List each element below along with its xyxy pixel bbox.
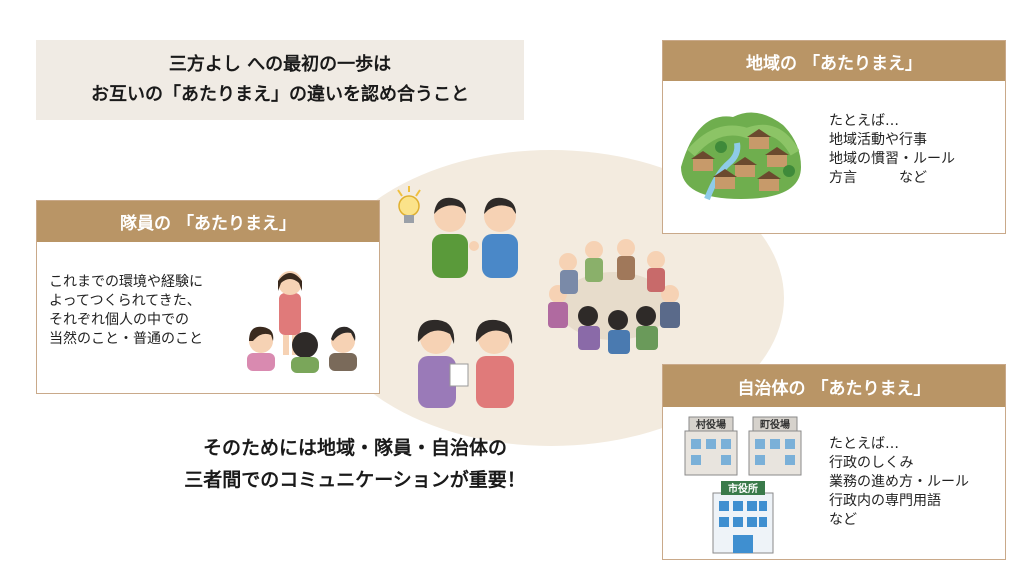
region-card: 地域の 「あたりまえ」 たとえば… 地域活動や行事 地域の慣習・ルール 方言 な… bbox=[662, 40, 1006, 234]
municipality-card-text: たとえば… 行政のしくみ 業務の進め方・ルール 行政内の専門用語 など bbox=[829, 435, 969, 530]
member-card-line: これまでの環境や経験に bbox=[49, 274, 203, 290]
member-card-title: 隊員の 「あたりまえ」 bbox=[37, 201, 379, 242]
region-card-text: たとえば… 地域活動や行事 地域の慣習・ルール 方言 など bbox=[829, 112, 955, 188]
people-group-illustration bbox=[247, 271, 357, 373]
municipality-card: 自治体の 「あたりまえ」 村役場 町役場 市役所 たとえば… 行政のしくみ 業務… bbox=[662, 364, 1006, 560]
region-card-line: 方言 など bbox=[829, 170, 927, 186]
two-women-talking-illustration bbox=[417, 319, 514, 408]
municipality-card-line: 業務の進め方・ルール bbox=[829, 474, 969, 490]
municipality-card-line: 行政のしくみ bbox=[829, 455, 914, 471]
government-buildings-illustration: 村役場 町役場 市役所 bbox=[684, 416, 802, 554]
municipality-card-line: 行政内の専門用語 bbox=[829, 493, 941, 509]
municipality-card-line: など bbox=[829, 512, 857, 528]
headline-line-1: 三方よし への最初の一歩は bbox=[168, 54, 392, 75]
headline-line-2: お互いの「あたりまえ」の違いを認め合うこと bbox=[91, 84, 469, 105]
municipality-card-line: たとえば… bbox=[829, 436, 899, 452]
lightbulb-icon bbox=[397, 186, 421, 223]
region-card-line: 地域の慣習・ルール bbox=[829, 151, 955, 167]
town-office-sign: 町役場 bbox=[760, 418, 790, 431]
region-card-line: 地域活動や行事 bbox=[829, 132, 927, 148]
bottom-message-line-2: 三者間でのコミュニケーションが重要！ bbox=[184, 469, 526, 491]
member-card-line: それぞれ個人の中での bbox=[49, 312, 189, 328]
headline-box: 三方よし への最初の一歩は お互いの「あたりまえ」の違いを認め合うこと bbox=[36, 40, 524, 120]
village-illustration bbox=[681, 112, 801, 201]
village-office-sign: 村役場 bbox=[696, 418, 726, 431]
bottom-message: そのためには地域・隊員・自治体の 三者間でのコミュニケーションが重要！ bbox=[130, 432, 580, 496]
region-card-line: たとえば… bbox=[829, 113, 899, 129]
region-card-title: 地域の 「あたりまえ」 bbox=[663, 41, 1005, 81]
municipality-card-title: 自治体の 「あたりまえ」 bbox=[663, 365, 1005, 407]
circle-meeting-illustration bbox=[548, 239, 680, 354]
member-card: 隊員の 「あたりまえ」 これまでの環境や経験に よってつくられてきた、 それぞれ… bbox=[36, 200, 380, 394]
member-card-line: よってつくられてきた、 bbox=[49, 293, 201, 309]
city-office-sign: 市役所 bbox=[728, 482, 758, 495]
two-men-talking-illustration bbox=[432, 197, 518, 278]
member-card-line: 当然のこと・普通のこと bbox=[49, 331, 203, 347]
bottom-message-line-1: そのためには地域・隊員・自治体の bbox=[202, 437, 507, 459]
member-card-text: これまでの環境や経験に よってつくられてきた、 それぞれ個人の中での 当然のこと… bbox=[49, 273, 203, 349]
